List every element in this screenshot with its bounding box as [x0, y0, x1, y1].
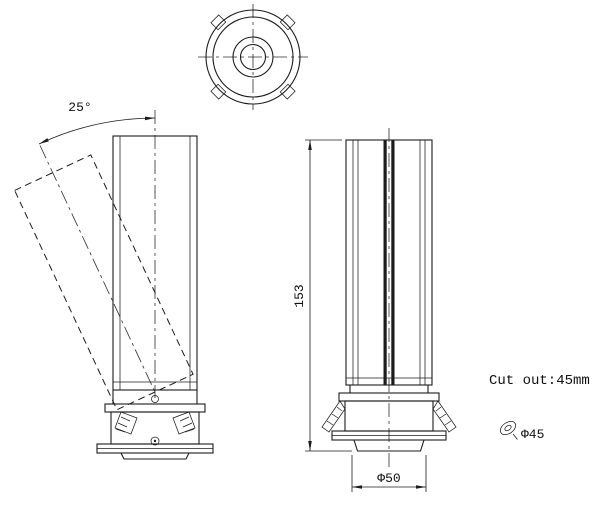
height-label: 153	[292, 284, 307, 307]
tilt-angle-label: 25°	[68, 100, 91, 115]
front-body	[345, 139, 433, 386]
top-view	[198, 4, 308, 110]
side-view: 25°	[13, 100, 214, 460]
top-view-lens-ring	[232, 36, 274, 78]
top-view-lens	[239, 43, 267, 71]
angle-dimension: 25°	[38, 100, 156, 145]
spring-clip-front-left	[321, 400, 346, 433]
spring-clip-front-right	[432, 400, 457, 433]
mounting-tabs	[210, 14, 296, 100]
top-view-inner-rim	[212, 16, 294, 98]
side-body	[112, 135, 198, 391]
cutout-hole-icon	[499, 420, 518, 440]
aperture-diameter-label: Φ50	[377, 471, 400, 486]
led-channel-right	[391, 140, 395, 385]
cutout-diameter-label: Φ45	[521, 427, 544, 442]
cutout-note: Cut out:45mm	[489, 373, 590, 389]
base-screw	[150, 436, 160, 446]
spring-clip-right	[172, 411, 196, 435]
spring-clip-left	[114, 411, 138, 435]
top-view-outer-ring	[205, 9, 301, 105]
led-channel-left	[383, 140, 387, 385]
front-view: 153 Φ50	[292, 128, 457, 492]
diameter-dimension: Φ50	[351, 455, 427, 492]
side-base	[96, 390, 214, 460]
tilt-pivot-knob	[151, 395, 159, 403]
cutout-annotation: Cut out:45mm Φ45	[489, 373, 590, 442]
side-body-tilted	[13, 145, 194, 411]
front-base	[321, 385, 457, 452]
height-dimension: 153	[292, 139, 352, 452]
